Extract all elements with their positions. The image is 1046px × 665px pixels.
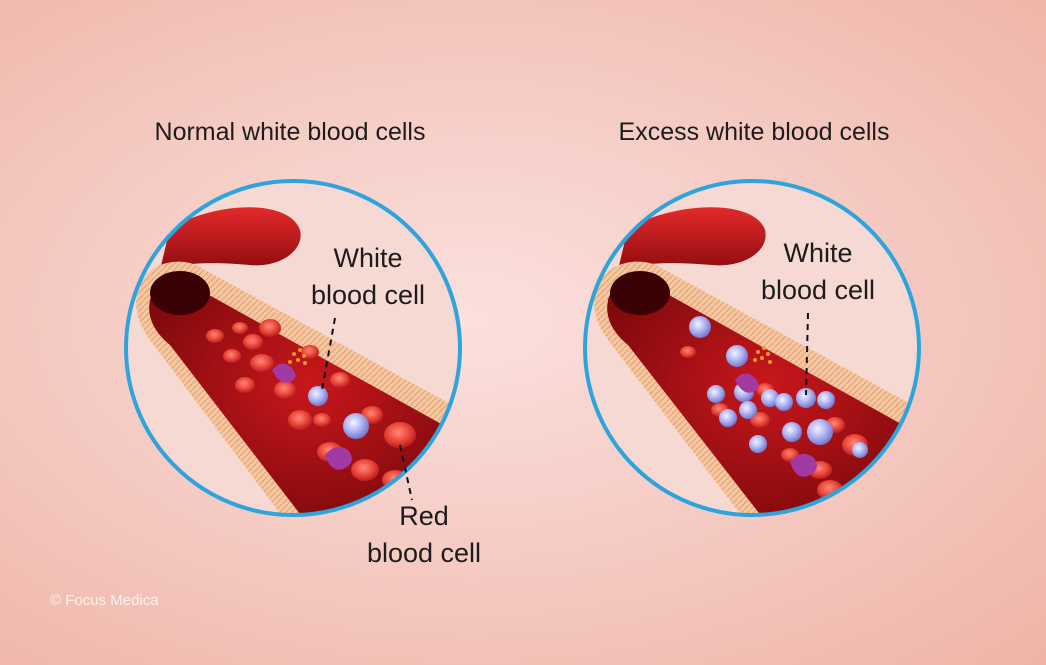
white-blood-cell [689,316,711,338]
left-background-vessel [160,207,301,270]
left-white-cell-label: White blood cell [298,240,438,314]
left-circle-ring [124,179,462,517]
red-cell-pointer [399,444,413,501]
red-blood-cell [680,346,696,358]
white-blood-cell [852,442,868,458]
left-white-cell-pointer [321,317,336,391]
white-blood-cell [807,419,833,445]
right-platelets [735,346,817,477]
right-circle [583,179,921,517]
red-blood-cell [223,349,241,363]
left-vessel-opening [150,271,210,315]
red-blood-cell [288,410,312,430]
right-white-cells [689,316,868,458]
label-line: blood cell [310,280,426,310]
red-blood-cell [206,329,224,343]
white-blood-cell [782,422,802,442]
white-blood-cell [749,435,767,453]
white-blood-cell [739,401,757,419]
copyright-watermark: © Focus Medica [50,592,159,609]
label-line: White [333,243,403,273]
platelet-granules [753,346,772,364]
red-blood-cell [330,372,350,388]
red-blood-cell [232,322,248,334]
label-line: Red [399,501,449,531]
red-blood-cell [313,413,331,427]
red-blood-cell [243,334,263,350]
label-line: White [783,238,853,268]
white-blood-cell [775,393,793,411]
right-white-cell-label: White blood cell [748,235,888,309]
red-blood-cell [259,319,281,337]
white-blood-cell [308,386,328,406]
right-circle-ring [583,179,921,517]
red-blood-cell [274,381,296,399]
right-panel-title: Excess white blood cells [618,118,890,146]
white-blood-cell [817,391,835,409]
label-line: blood cell [366,538,482,568]
left-white-cells [308,386,369,439]
white-blood-cell [796,388,816,408]
red-blood-cell [235,377,255,393]
right-white-cell-pointer [805,312,809,396]
red-cell-label: Red blood cell [354,498,494,572]
left-circle [124,179,462,517]
right-background-vessel [618,207,766,270]
red-blood-cell [750,412,770,428]
white-blood-cell [761,389,779,407]
platelet [735,373,759,393]
red-blood-cell [250,354,274,372]
white-blood-cell [343,413,369,439]
right-vessel-opening [610,271,670,315]
platelet [790,453,817,477]
red-blood-cell [351,459,379,481]
white-blood-cell [719,409,737,427]
left-panel-title: Normal white blood cells [154,118,426,146]
label-line: blood cell [760,275,876,305]
platelet [272,363,296,383]
platelet-granules [288,348,307,365]
platelet [325,446,352,470]
red-blood-cell [384,422,416,448]
left-platelets [272,348,352,470]
white-blood-cell [707,385,725,403]
white-blood-cell [726,345,748,367]
